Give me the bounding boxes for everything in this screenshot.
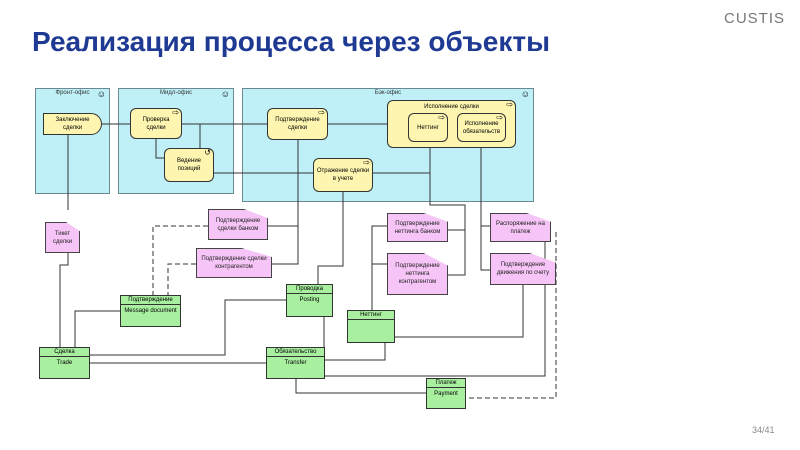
process-check-deal[interactable]: Проверка сделки⇨ xyxy=(130,108,182,139)
lane-label: Мидл-офис xyxy=(160,90,192,96)
process-positions[interactable]: Ведение позиций↺ xyxy=(164,148,214,182)
class-en-name: Trade xyxy=(56,360,73,366)
class-en-name: Posting xyxy=(299,297,320,303)
process-accounting[interactable]: Отражение сделки в учете⇨ xyxy=(313,158,373,192)
event-deal-conclusion[interactable]: Заключение сделки xyxy=(43,113,102,135)
process-label: Отражение сделки в учете xyxy=(316,168,370,182)
arrow-icon: ⇨ xyxy=(438,113,445,122)
process-label: Исполнение сделки xyxy=(424,104,479,110)
class-en-name: Message document xyxy=(124,308,177,314)
lane-label: Фронт-офис xyxy=(55,90,90,96)
slide-title: Реализация процесса через объекты xyxy=(32,26,551,57)
class-en-name xyxy=(348,320,394,322)
actor-icon: ☺ xyxy=(220,89,230,99)
loop-icon: ↺ xyxy=(204,148,211,157)
lane-front-office: Фронт-офис ☺ xyxy=(35,88,110,194)
process-label: Ведение позиций xyxy=(176,158,202,172)
class-name: Сделка xyxy=(40,348,89,357)
class-name: Неттинг xyxy=(348,311,394,320)
arrow-icon: ⇨ xyxy=(172,108,179,117)
process-netting[interactable]: Неттинг ⇨ xyxy=(408,113,448,142)
class-netting[interactable]: Неттинг xyxy=(347,310,395,343)
process-label: Исполнение обязательств xyxy=(462,120,501,135)
class-en-name: Payment xyxy=(434,391,458,397)
page-number: 34/41 xyxy=(752,425,775,435)
class-name: Проводка xyxy=(287,285,332,294)
doc-netting-counterparty[interactable]: Подтверждение неттинга контрагентом xyxy=(387,253,448,295)
class-name: Подтверждение xyxy=(121,296,180,305)
lane-label: Бэк-офис xyxy=(374,90,402,96)
arrow-icon: ⇨ xyxy=(363,158,370,167)
class-en-name: Transfer xyxy=(284,360,307,366)
process-confirm-deal[interactable]: Подтверждение сделки⇨ xyxy=(267,108,328,140)
arrow-icon: ⇨ xyxy=(506,100,513,109)
actor-icon: ☺ xyxy=(520,89,530,99)
process-obligations[interactable]: Исполнение обязательств⇨ xyxy=(457,113,506,142)
actor-icon: ☺ xyxy=(96,89,106,99)
class-name: Платеж xyxy=(427,379,465,388)
process-label: Подтверждение сделки xyxy=(275,117,320,131)
custis-logo: CUSTIS xyxy=(724,10,786,27)
class-name: Обязательство xyxy=(267,348,324,357)
arrow-icon: ⇨ xyxy=(318,108,325,117)
process-label: Неттинг xyxy=(417,124,439,131)
process-label: Проверка сделки xyxy=(142,116,170,131)
arrow-icon: ⇨ xyxy=(496,113,503,122)
